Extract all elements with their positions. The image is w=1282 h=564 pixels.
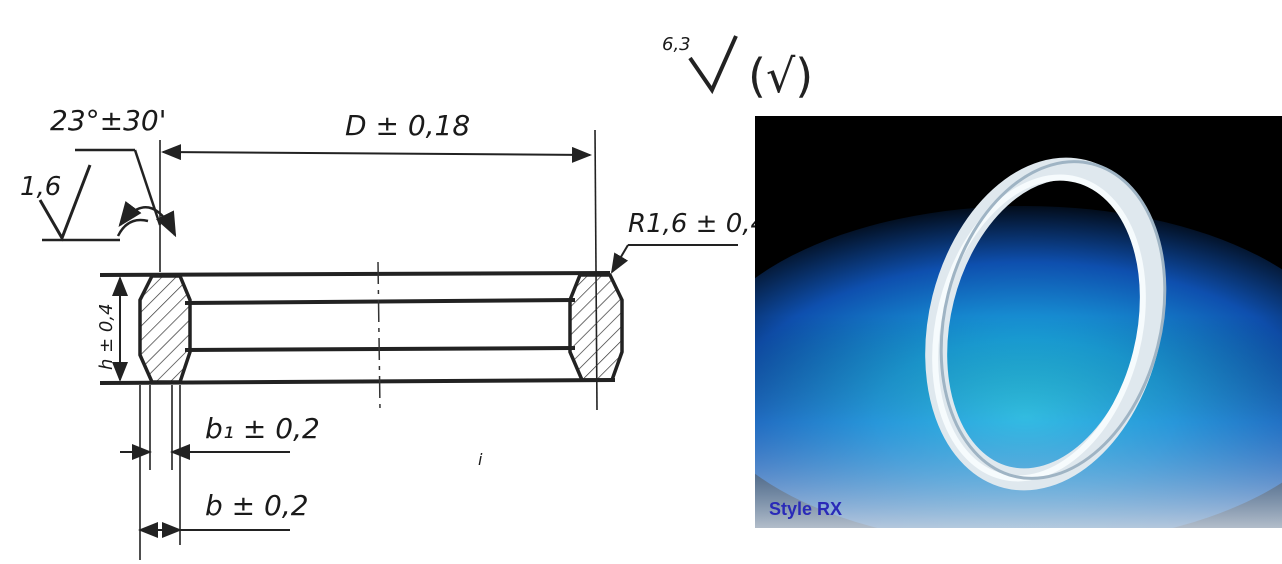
right-cross-section — [568, 273, 624, 382]
height-label: h ± 0,4 — [96, 303, 117, 370]
surface-finish-symbol-top: 6,3 (√) — [662, 34, 813, 103]
left-cross-section — [138, 274, 192, 384]
angle-leader-diagonal — [133, 149, 162, 226]
b1-label: b₁ ± 0,2 — [205, 412, 320, 445]
radius-label: R1,6 ± 0,4 — [628, 209, 767, 239]
ring-side-view — [99, 261, 624, 411]
diameter-label: D ± 0,18 — [345, 109, 470, 142]
surface-finish-value: 6,3 — [662, 34, 691, 55]
roughness-symbol-left: 1,6 — [20, 164, 149, 242]
ring-photo: Style RX — [755, 116, 1282, 528]
center-mark: i — [478, 450, 483, 469]
surface-finish-bracket: (√) — [748, 49, 813, 103]
roughness-value: 1,6 — [20, 172, 61, 202]
ring-shape — [925, 157, 1167, 491]
centerline — [377, 261, 381, 411]
radius-leader-arrow — [610, 244, 629, 274]
b-label: b ± 0,2 — [205, 489, 309, 522]
angle-arc — [118, 201, 177, 238]
angle-label: 23°±30' — [50, 104, 166, 137]
diameter-dimension-line — [161, 144, 592, 163]
photo-caption: Style RX — [769, 499, 843, 519]
